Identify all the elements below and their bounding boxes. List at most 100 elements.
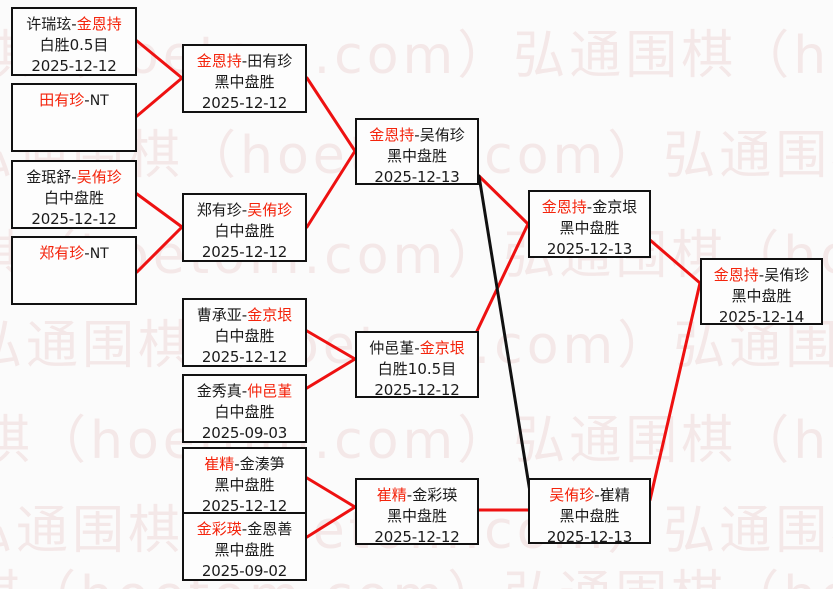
- match-result: 白中盘胜: [214, 222, 275, 240]
- player-left: 郑有珍: [39, 244, 85, 262]
- player-separator: -: [241, 520, 248, 538]
- player-right: 吴侑珍: [76, 168, 122, 186]
- match-result: 黑中盘胜: [559, 219, 620, 237]
- match-box-m9[interactable]: 崔精-金湊笋 黑中盘胜 2025-12-12: [182, 447, 307, 516]
- match-date: 2025-12-12: [374, 381, 460, 398]
- player-right: NT: [89, 93, 109, 109]
- connector-m11-m14: [477, 174, 530, 226]
- match-date: 2025-09-03: [201, 424, 288, 442]
- player-left: 崔精: [376, 486, 407, 504]
- match-box-m4[interactable]: 郑有珍-NT: [11, 236, 137, 305]
- match-box-m15[interactable]: 吴侑珍-崔精 黑中盘胜 2025-12-13: [528, 478, 651, 544]
- match-box-m12[interactable]: 仲邑堇-金京垠 白胜10.5目 2025-12-12: [355, 331, 479, 398]
- match-box-m8[interactable]: 金秀真-仲邑堇 白中盘胜 2025-09-03: [182, 374, 307, 443]
- player-separator: -: [758, 266, 765, 284]
- match-players: 金恩持-田有珍: [197, 51, 292, 72]
- match-box-m16-final[interactable]: 金恩持-吴侑珍 黑中盘胜 2025-12-14: [700, 258, 823, 325]
- match-box-m13[interactable]: 崔精-金彩瑛 黑中盘胜 2025-12-12: [355, 478, 479, 545]
- player-left: 金恩持: [196, 52, 242, 70]
- connector-m5-m11: [305, 76, 357, 153]
- player-right: NT: [89, 246, 109, 262]
- match-date: 2025-12-13: [374, 168, 460, 185]
- match-result: 白中盘胜: [214, 403, 275, 421]
- player-left: 金秀真: [196, 382, 242, 400]
- match-box-m3[interactable]: 金珉舒-吴侑珍 白中盘胜 2025-12-12: [11, 160, 137, 229]
- player-separator: -: [241, 382, 248, 400]
- match-players: 仲邑堇-金京垠: [369, 338, 464, 359]
- player-separator: -: [586, 198, 593, 216]
- connector-m8-m12: [305, 357, 357, 390]
- match-date: 2025-12-13: [546, 528, 633, 544]
- player-left: 金珉舒: [26, 168, 72, 186]
- player-right: 金恩善: [247, 520, 293, 538]
- match-result: 白胜10.5目: [377, 360, 457, 378]
- connector-m15-m16: [648, 281, 702, 502]
- match-players: 崔精-金彩瑛: [377, 485, 457, 506]
- player-left: 金恩持: [369, 126, 415, 144]
- match-box-m10[interactable]: 金彩瑛-金恩善 黑中盘胜 2025-09-02: [182, 512, 307, 581]
- player-left: 崔精: [204, 455, 235, 473]
- match-players: 吴侑珍-崔精: [549, 485, 629, 506]
- player-separator: -: [71, 168, 77, 186]
- player-right: 金京垠: [592, 198, 638, 216]
- player-right: 仲邑堇: [247, 382, 293, 400]
- player-separator: -: [414, 339, 420, 357]
- match-players: 金恩持-吴侑珍: [369, 125, 464, 146]
- match-result: 白中盘胜: [214, 327, 275, 345]
- player-right: 崔精: [599, 486, 630, 504]
- match-result: 黑中盘胜: [386, 147, 447, 165]
- player-left: 曹承亚: [196, 306, 242, 324]
- player-separator: -: [406, 486, 413, 504]
- match-players: 田有珍-NT: [39, 90, 108, 112]
- match-date: 2025-12-12: [31, 57, 117, 75]
- player-left: 田有珍: [39, 91, 85, 109]
- match-result: 白中盘胜: [43, 189, 104, 207]
- match-result: 黑中盘胜: [214, 73, 275, 91]
- player-left: 金恩持: [541, 198, 587, 216]
- match-date: 2025-12-12: [201, 94, 288, 112]
- connector-m10-m13: [305, 505, 357, 539]
- match-result: 黑中盘胜: [214, 476, 275, 494]
- match-box-m2[interactable]: 田有珍-NT: [11, 83, 137, 152]
- player-separator: -: [594, 486, 600, 504]
- match-result: 黑中盘胜: [386, 507, 447, 525]
- match-players: 金秀真-仲邑堇: [197, 381, 292, 402]
- match-date: 2025-12-13: [546, 240, 633, 258]
- player-left: 吴侑珍: [549, 486, 595, 504]
- match-players: 曹承亚-金京垠: [197, 305, 292, 326]
- player-separator: -: [241, 201, 248, 219]
- connector-m1-m5: [135, 39, 184, 80]
- player-right: 吴侑珍: [247, 201, 293, 219]
- player-separator: -: [241, 306, 248, 324]
- match-box-m6[interactable]: 郑有珍-吴侑珍 白中盘胜 2025-12-12: [182, 193, 307, 262]
- player-right: 金京垠: [247, 306, 293, 324]
- match-players: 金珉舒-吴侑珍: [26, 167, 121, 188]
- player-left: 许瑞玹: [26, 15, 72, 33]
- watermark-text: 弘通围棋（hoetom.com）弘通围棋（hoetom.com）弘通围棋（hoe…: [0, 411, 833, 471]
- connector-m4-m6: [135, 225, 184, 274]
- match-box-m1[interactable]: 许瑞玹-金恩持 白胜0.5目 2025-12-12: [11, 7, 137, 76]
- player-left: 金恩持: [713, 266, 759, 284]
- match-players: 金恩持-吴侑珍: [714, 265, 809, 286]
- player-right: 吴侑珍: [419, 126, 465, 144]
- match-date: 2025-09-02: [201, 562, 288, 580]
- connector-m7-m12: [305, 329, 357, 361]
- player-left: 金彩瑛: [196, 520, 242, 538]
- match-box-m7[interactable]: 曹承亚-金京垠 白中盘胜 2025-12-12: [182, 298, 307, 367]
- match-box-m5[interactable]: 金恩持-田有珍 黑中盘胜 2025-12-12: [182, 44, 307, 113]
- player-separator: -: [234, 455, 240, 473]
- player-right: 吴侑珍: [764, 266, 810, 284]
- connector-m11-m15-black: [477, 174, 532, 494]
- player-right: 金湊笋: [239, 455, 285, 473]
- match-box-m11[interactable]: 金恩持-吴侑珍 黑中盘胜 2025-12-13: [355, 118, 479, 185]
- match-date: 2025-12-12: [201, 348, 288, 366]
- match-date: 2025-12-12: [374, 528, 460, 545]
- match-result: 黑中盘胜: [214, 541, 275, 559]
- match-date: 2025-12-12: [31, 210, 117, 228]
- player-separator: -: [71, 15, 77, 33]
- match-box-m14[interactable]: 金恩持-金京垠 黑中盘胜 2025-12-13: [528, 190, 651, 258]
- player-separator: -: [84, 91, 90, 109]
- match-date: 2025-12-12: [201, 243, 288, 261]
- connector-m9-m13: [305, 476, 357, 509]
